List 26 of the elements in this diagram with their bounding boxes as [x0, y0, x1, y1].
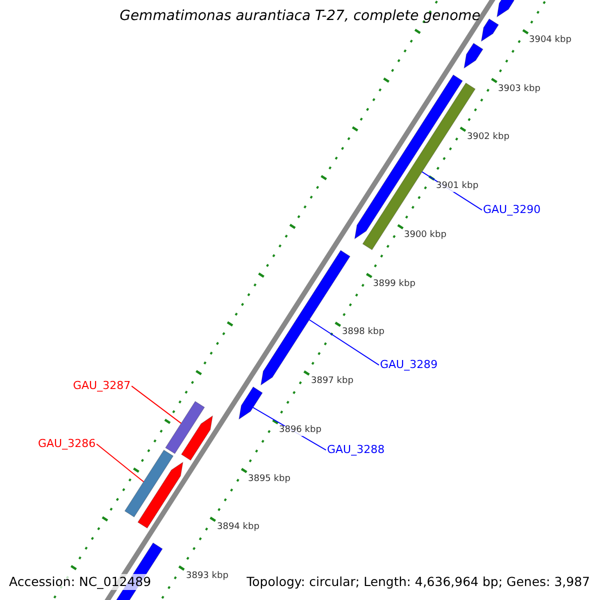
tick-label: 3902 kbp: [467, 133, 510, 143]
tick-label: 3896 kbp: [279, 426, 322, 436]
gene-label: GAU_3289: [380, 359, 438, 372]
gene-label: GAU_3290: [483, 204, 541, 216]
tick-label: 3898 kbp: [342, 328, 384, 338]
gene-label: GAU_3287: [73, 380, 131, 392]
title: Gemmatimonas aurantiaca T-27, complete genome: [120, 8, 480, 24]
tick-label: 3900 kbp: [404, 231, 446, 241]
tick-label: 3899 kbp: [373, 280, 416, 290]
gene-feature: [165, 400, 205, 454]
gene-label: GAU_3288: [327, 444, 385, 456]
tick-label: 3895 kbp: [248, 475, 290, 485]
tick-label: 3897 kbp: [311, 377, 354, 387]
gene-label: GAU_3286: [38, 438, 96, 450]
tick-label: 3901 kbp: [436, 182, 478, 192]
genome-summary-text: Topology: circular; Length: 4,636,964 bp; Genes: 3,987: [244, 574, 592, 590]
tick-label: 3903 kbp: [498, 85, 540, 95]
tick-label: 3904 kbp: [529, 36, 572, 46]
leader-line: [96, 444, 144, 482]
gene-feature: [238, 386, 263, 420]
leader-line: [308, 319, 380, 366]
tick-label: 3893 kbp: [186, 572, 228, 582]
accession-text: Accession: NC_012489: [7, 574, 154, 590]
gene-feature: [124, 450, 174, 518]
tick-label: 3894 kbp: [217, 523, 260, 533]
leader-line: [131, 386, 182, 424]
